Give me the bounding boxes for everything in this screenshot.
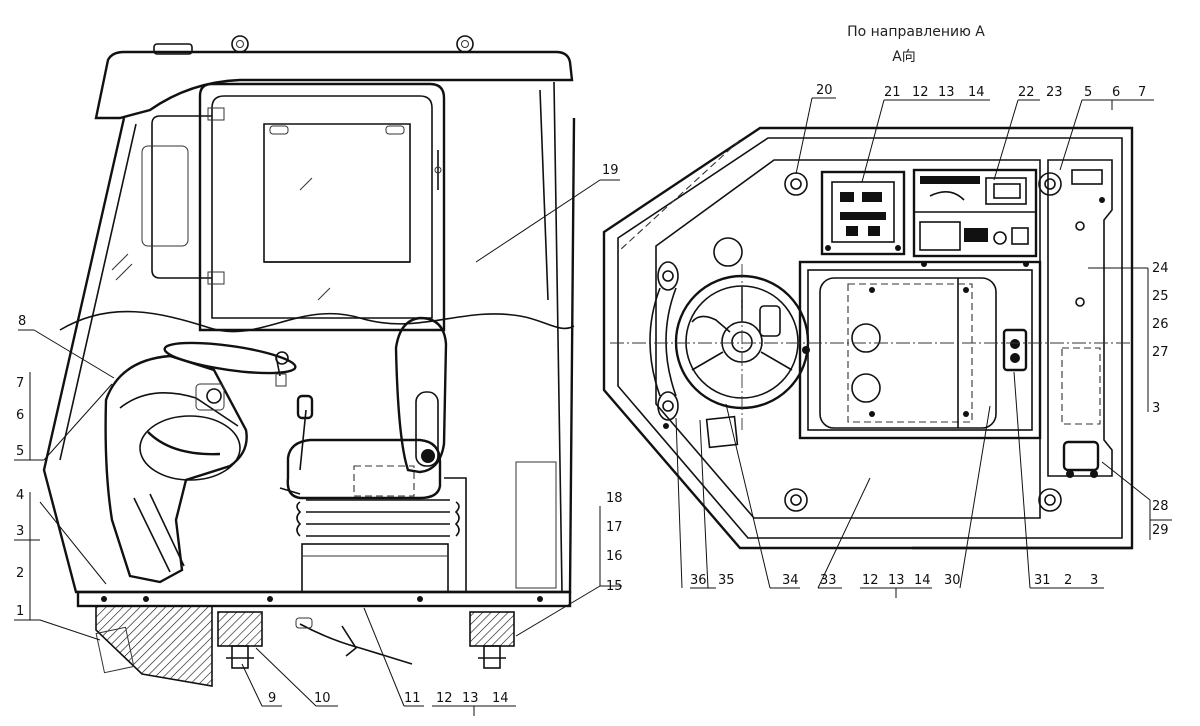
callout-5: 5 bbox=[16, 444, 24, 459]
callout-27: 27 bbox=[1152, 345, 1169, 360]
pedal-cable bbox=[299, 623, 413, 665]
seat-suspension bbox=[306, 499, 450, 537]
isolator-left bbox=[217, 611, 263, 669]
callout-34: 34 bbox=[782, 573, 799, 588]
callout-18: 18 bbox=[606, 491, 623, 506]
callout-30: 30 bbox=[944, 573, 961, 588]
seat-mounting-frame bbox=[798, 260, 1042, 440]
lifting-eye-left bbox=[231, 35, 249, 53]
side-bracket bbox=[1047, 159, 1113, 477]
callout-9: 9 bbox=[268, 691, 276, 706]
cab-side-view bbox=[42, 35, 576, 687]
callout-12-top: 12 bbox=[912, 85, 929, 100]
seat-base bbox=[301, 543, 449, 593]
callout-20: 20 bbox=[816, 83, 833, 98]
callout-4: 4 bbox=[16, 488, 24, 503]
callout-13-bottom: 13 bbox=[462, 691, 479, 706]
lifting-eye-right bbox=[456, 35, 474, 53]
callout-14-mid: 14 bbox=[914, 573, 931, 588]
callout-24: 24 bbox=[1152, 261, 1169, 276]
cab-body-outline bbox=[42, 117, 576, 594]
callout-5-top: 5 bbox=[1084, 85, 1092, 100]
gear-lever bbox=[299, 409, 307, 471]
callouts-left: 7 6 5 4 3 2 1 8 19 18 17 16 15 9 10 11 1… bbox=[14, 163, 623, 716]
callouts-right: 20 21 12 13 14 22 23 5 6 7 24 25 26 27 3… bbox=[675, 83, 1172, 598]
callout-14-top: 14 bbox=[968, 85, 985, 100]
callout-21: 21 bbox=[884, 85, 901, 100]
callout-35: 35 bbox=[718, 573, 735, 588]
callout-15: 15 bbox=[606, 579, 623, 594]
floor-plate bbox=[76, 590, 572, 608]
callout-16: 16 bbox=[606, 549, 623, 564]
callout-8: 8 bbox=[18, 314, 26, 329]
callout-22: 22 bbox=[1018, 85, 1035, 100]
view-a-floor: По направлению А A向 bbox=[602, 24, 1134, 550]
callout-1: 1 bbox=[16, 604, 24, 619]
callout-7: 7 bbox=[16, 376, 24, 391]
control-panel-right bbox=[912, 168, 1038, 267]
callout-11: 11 bbox=[404, 691, 421, 706]
callout-6: 6 bbox=[16, 408, 24, 423]
floor-panel-outline bbox=[602, 126, 1134, 550]
steering-wheel-top bbox=[674, 237, 810, 410]
callout-3-right: 3 bbox=[1152, 401, 1160, 416]
rear-window-glass bbox=[211, 95, 433, 319]
seat-backrest bbox=[394, 316, 448, 474]
callout-14-bottom: 14 bbox=[492, 691, 509, 706]
callout-13-top: 13 bbox=[938, 85, 955, 100]
callout-10: 10 bbox=[314, 691, 331, 706]
callout-3-bottom: 3 bbox=[1090, 573, 1098, 588]
callout-19: 19 bbox=[602, 163, 619, 178]
callout-12-mid: 12 bbox=[862, 573, 879, 588]
view-caption-ru: По направлению А bbox=[847, 24, 985, 40]
callout-12-bottom: 12 bbox=[436, 691, 453, 706]
cab-roof bbox=[94, 50, 574, 120]
pedals bbox=[649, 261, 739, 449]
callout-17: 17 bbox=[606, 520, 623, 535]
callout-3: 3 bbox=[16, 524, 24, 539]
callout-7-top: 7 bbox=[1138, 85, 1146, 100]
roof-lamp bbox=[153, 43, 193, 55]
callout-26: 26 bbox=[1152, 317, 1169, 332]
callout-36: 36 bbox=[690, 573, 707, 588]
console-head bbox=[139, 415, 241, 481]
callout-13-mid: 13 bbox=[888, 573, 905, 588]
section-break-line bbox=[59, 310, 575, 333]
callout-29: 29 bbox=[1152, 523, 1169, 538]
callout-25: 25 bbox=[1152, 289, 1169, 304]
isolator-right bbox=[469, 611, 515, 669]
callout-28: 28 bbox=[1152, 499, 1169, 514]
callout-31: 31 bbox=[1034, 573, 1051, 588]
callout-23: 23 bbox=[1046, 85, 1063, 100]
seat-cushion bbox=[286, 438, 442, 500]
callout-2-right: 2 bbox=[1064, 573, 1072, 588]
view-caption-zh: A向 bbox=[892, 49, 916, 65]
control-panel-left bbox=[820, 170, 906, 256]
steering-wheel-side bbox=[163, 341, 297, 375]
callout-2: 2 bbox=[16, 566, 24, 581]
rear-window-frame bbox=[198, 82, 446, 332]
side-handrail bbox=[151, 115, 212, 279]
callout-6-top: 6 bbox=[1112, 85, 1120, 100]
callout-33: 33 bbox=[820, 573, 837, 588]
corner-bolts bbox=[784, 172, 1062, 512]
